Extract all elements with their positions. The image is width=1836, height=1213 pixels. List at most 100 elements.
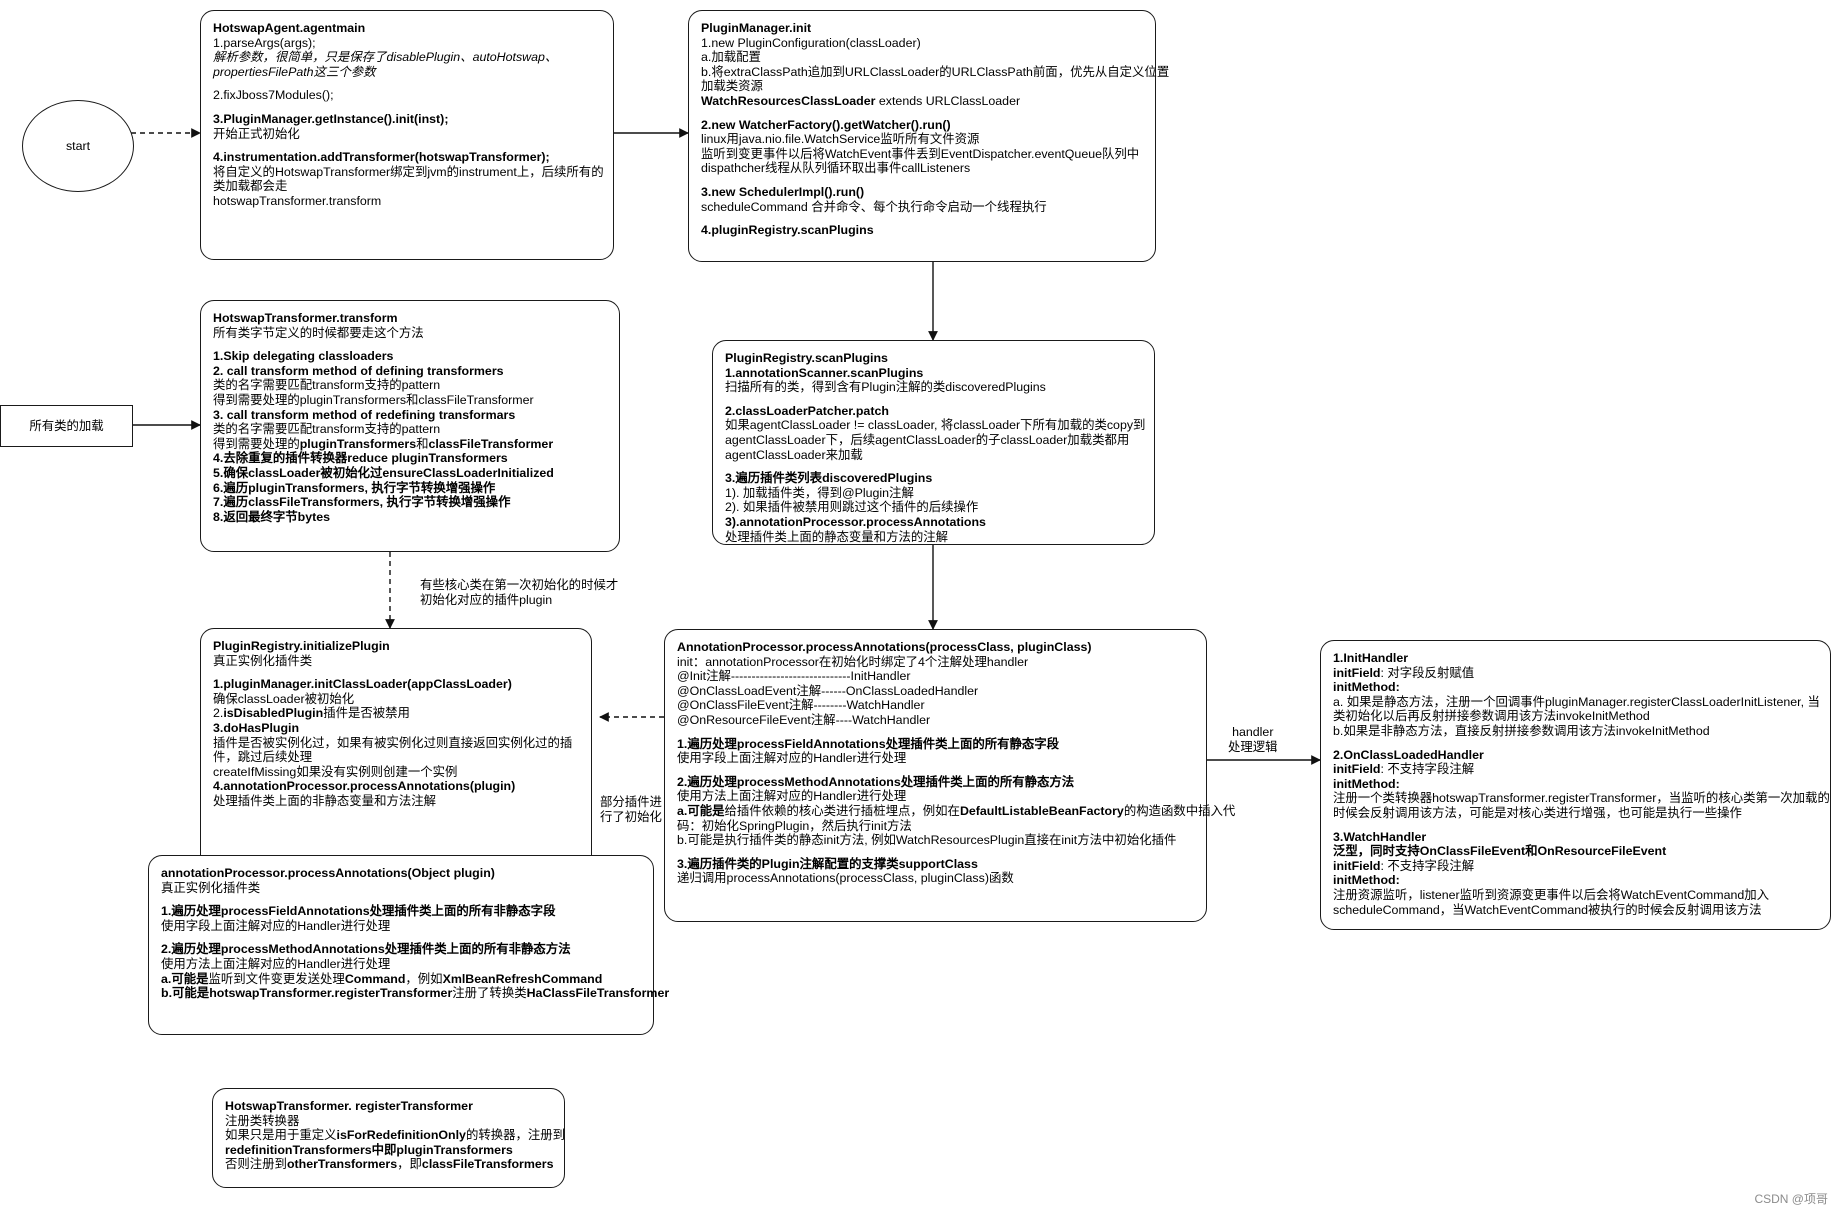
node-line: initField: 不支持字段注解 [1333,762,1475,777]
node-line: 得到需要处理的pluginTransformers和classFileTrans… [213,392,534,407]
node-line: b.将extraClassPath追加到URLClassLoader的URLCl… [701,64,1170,79]
node-line: 2). 如果插件被禁用则跳过这个插件的后续操作 [725,500,979,515]
node-line: 3. call transform method of redefining t… [213,407,516,422]
node-annotation-processor-instance[interactable]: annotationProcessor.processAnnotations(O… [148,855,670,1035]
node-title: HotswapAgent.agentmain [213,21,366,35]
node-line: 真正实例化插件类 [161,880,261,895]
node-line: 1.InitHandler [1333,651,1409,665]
line-gap [677,728,1194,737]
node-line: scheduleCommand，当WatchEventCommand被执行的时候… [1333,902,1762,917]
node-line: 所有类字节定义的时候都要走这个方法 [213,325,424,340]
node-line: 使用字段上面注解对应的Handler进行处理 [677,751,907,766]
node-line: @OnClassLoadEvent注解------OnClassLoadedHa… [677,683,979,698]
node-line: 得到需要处理的pluginTransformers和classFileTrans… [213,436,554,451]
node-line: 2.遍历处理processMethodAnnotations处理插件类上面的所有… [161,942,571,957]
node-line: 3.WatchHandler [1333,829,1427,844]
node-line: 2.OnClassLoadedHandler [1333,747,1484,762]
node-line: agentClassLoader下，后续agentClassLoader的子cl… [725,432,1130,447]
node-line: 1.annotationScanner.scanPlugins [725,365,924,380]
line-gap [1333,821,1818,830]
node-line: WatchResourcesClassLoader extends URLCla… [701,93,1021,108]
node-line: 8.返回最终字节bytes [213,509,331,524]
node-title: HotswapTransformer. registerTransformer [225,1099,473,1113]
line-gap [213,103,601,112]
node-line: 扫描所有的类，得到含有Plugin注解的类discoveredPlugins [725,380,1046,395]
node-line: 4.annotationProcessor.processAnnotations… [213,779,516,794]
node-body: init：annotationProcessor在初始化时绑定了4个注解处理ha… [677,654,1236,886]
node-line: @OnClassFileEvent注解--------WatchHandler [677,698,925,713]
node-line: 6.遍历pluginTransformers, 执行字节转换增强操作 [213,480,496,495]
node-start[interactable]: start [22,100,134,192]
node-hotswap-transformer-transform[interactable]: HotswapTransformer.transform 所有类字节定义的时候都… [200,300,620,552]
node-plugin-registry-scan-plugins[interactable]: PluginRegistry.scanPlugins 1.annotationS… [712,340,1155,545]
node-line: 2.遍历处理processMethodAnnotations处理插件类上面的所有… [677,774,1075,789]
node-line: b.可能是执行插件类的静态init方法, 例如WatchResourcesPlu… [677,833,1177,848]
node-line: 2.fixJboss7Modules(); [213,88,334,103]
node-body: 真正实例化插件类 1.遍历处理processFieldAnnotations处理插… [161,880,670,1001]
watermark: CSDN @项哥 [1754,1192,1828,1206]
node-hotswap-transformer-register[interactable]: HotswapTransformer. registerTransformer … [212,1088,565,1188]
node-line: 3.PluginManager.getInstance().init(inst)… [213,111,449,126]
node-line: 5.确保classLoader被初始化过ensureClassLoaderIni… [213,465,554,480]
edge-label-handler-logic: handler 处理逻辑 [1228,725,1278,754]
node-title: annotationProcessor.processAnnotations(O… [161,866,495,880]
node-line: createIfMissing如果没有实例则创建一个实例 [213,764,458,779]
node-title: HotswapTransformer.transform [213,311,398,325]
node-line: 类初始化以后再反射拼接参数调用该方法invokeInitMethod [1333,709,1650,724]
node-line: linux用java.nio.file.WatchService监听所有文件资源 [701,132,980,147]
line-gap [677,766,1194,775]
node-line: 监听到变更事件以后将WatchEvent事件丢到EventDispatcher.… [701,146,1140,161]
line-gap [701,109,1143,118]
node-line: 码：初始化SpringPlugin，然后执行init方法 [677,818,912,833]
node-title: AnnotationProcessor.processAnnotations(p… [677,640,1092,654]
line-gap [213,668,579,677]
node-line: 处理插件类上面的非静态变量和方法注解 [213,793,437,808]
node-line: a.可能是监听到文件变更发送处理Command，例如XmlBeanRefresh… [161,971,603,986]
node-hotswap-agent-agentmain[interactable]: HotswapAgent.agentmain 1.parseArgs(args)… [200,10,614,260]
node-line: 真正实例化插件类 [213,653,313,668]
node-line: 1.遍历处理processFieldAnnotations处理插件类上面的所有非… [161,904,556,919]
node-line: 3.doHasPlugin [213,720,300,735]
node-line: 否则注册到otherTransformers，即classFileTransfo… [225,1157,554,1172]
node-line: 如果agentClassLoader != classLoader, 将clas… [725,418,1146,433]
node-line: 泛型，同时支持OnClassFileEvent和OnResourceFileEv… [1333,844,1667,859]
edge-label-partial-plugin-init: 部分插件进 行了初始化 [600,795,662,824]
node-annotation-processor-static[interactable]: AnnotationProcessor.processAnnotations(p… [664,629,1236,922]
node-line: 解析参数，很简单，只是保存了disablePlugin、autoHotswap、 [213,50,558,65]
node-all-class-load[interactable]: 所有类的加载 [0,405,133,447]
node-line: a.可能是给插件依赖的核心类进行插桩埋点，例如在DefaultListableB… [677,803,1236,818]
node-line: 插件是否被实例化过，如果有被实例化过则直接返回实例化过的插 [213,735,573,750]
node-line: initMethod: [1333,873,1400,888]
node-line: 类的名字需要匹配transform支持的pattern [213,378,441,393]
node-line: 1.pluginManager.initClassLoader(appClass… [213,677,512,692]
edge-label-core-class-init: 有些核心类在第一次初始化的时候才 初始化对应的插件plugin [420,578,619,607]
node-line: agentClassLoader来加载 [725,447,863,462]
node-line: redefinitionTransformers中即pluginTransfor… [225,1142,513,1157]
node-line: initField: 对字段反射赋值 [1333,665,1475,680]
node-line: 3.new SchedulerImpl().run() [701,184,865,199]
node-line: init：annotationProcessor在初始化时绑定了4个注解处理ha… [677,654,1029,669]
node-title: PluginManager.init [701,21,812,35]
node-line: 使用方法上面注解对应的Handler进行处理 [161,956,391,971]
node-line: dispathcher线程从队列循环取出事件callListeners [701,161,971,176]
node-line: 使用字段上面注解对应的Handler进行处理 [161,918,391,933]
node-line: 注册一个类转换器hotswapTransformer.registerTrans… [1333,791,1830,806]
node-line: 确保classLoader被初始化 [213,691,355,706]
node-line: 2.new WatcherFactory().getWatcher().run(… [701,117,951,132]
node-line: 开始正式初始化 [213,126,300,141]
node-line: 2. call transform method of defining tra… [213,363,504,378]
node-line: b.可能是hotswapTransformer.registerTransfor… [161,986,670,1001]
node-line: 如果只是用于重定义isForRedefinitionOnly的转换器，注册到 [225,1128,566,1143]
node-line: 7.遍历classFileTransformers, 执行字节转换增强操作 [213,495,511,510]
node-line: 注册类转换器 [225,1113,300,1128]
node-title: PluginRegistry.scanPlugins [725,351,888,365]
line-gap [1333,739,1818,748]
node-line: 1.new PluginConfiguration(classLoader) [701,35,921,50]
node-line: hotswapTransformer.transform [213,193,382,208]
node-line: a.加载配置 [701,50,761,65]
node-line: 加载类资源 [701,79,763,94]
node-plugin-manager-init[interactable]: PluginManager.init 1.new PluginConfigura… [688,10,1170,262]
